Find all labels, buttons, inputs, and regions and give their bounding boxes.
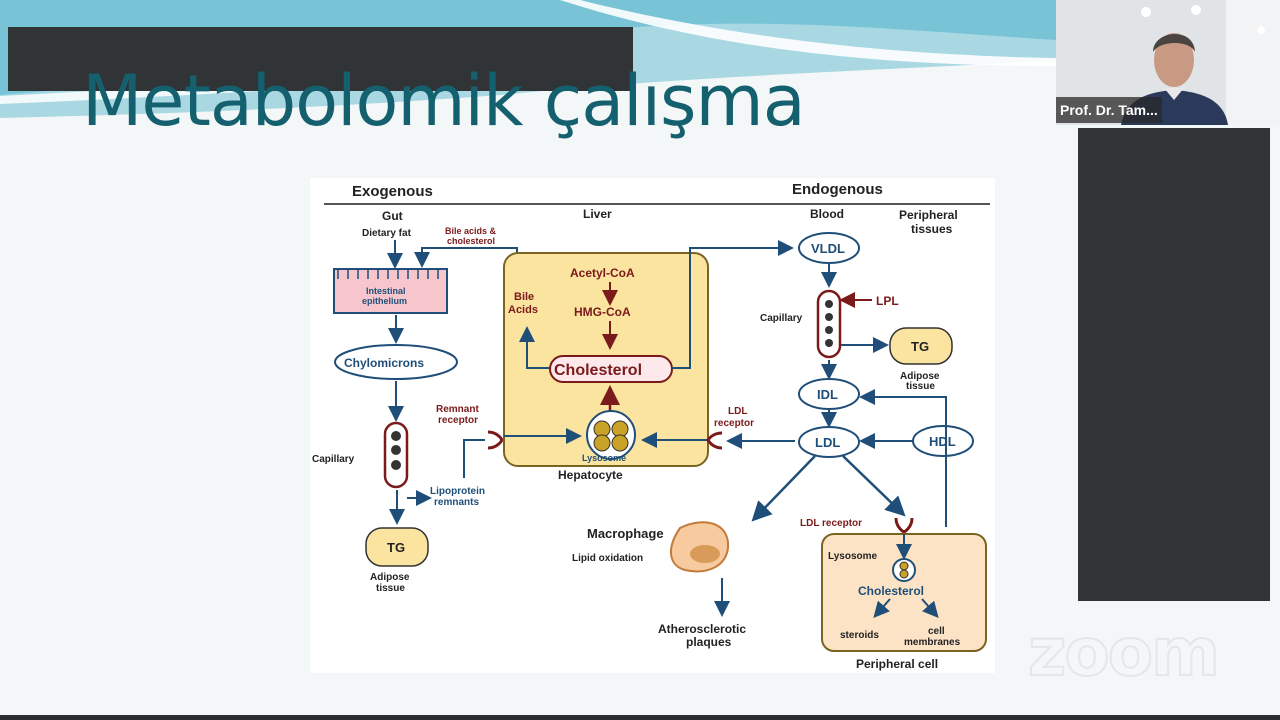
label-chylomicrons: Chylomicrons <box>344 356 424 370</box>
ldl-receptor-periph-icon <box>894 517 914 534</box>
label-lipoprotein-remnants-1: Lipoprotein <box>430 486 485 497</box>
participant-name-label: Prof. Dr. Tam... <box>1056 97 1162 123</box>
label-acetyl-coa: Acetyl-CoA <box>570 266 635 280</box>
label-peripheral-tissues-2: tissues <box>911 222 953 236</box>
bottom-edge-bar <box>0 715 1280 720</box>
label-blood: Blood <box>810 207 844 221</box>
label-peripheral-cell: Peripheral cell <box>856 657 938 671</box>
label-athero-1: Atherosclerotic <box>658 622 746 636</box>
ldl-receptor-liver-icon <box>706 431 723 450</box>
right-dark-panel <box>1078 128 1270 601</box>
label-capillary-right: Capillary <box>760 313 803 324</box>
label-hmg-coa: HMG-CoA <box>574 305 631 319</box>
label-ldl-receptor-periph: LDL receptor <box>800 518 862 529</box>
label-adipose-right-2: tissue <box>906 381 935 392</box>
label-adipose-left-1: Adipose <box>370 572 410 583</box>
chylomicrons-node <box>334 344 458 380</box>
label-ldl-receptor-liver-2: receptor <box>714 418 754 429</box>
label-intestinal-2: epithelium <box>362 296 407 306</box>
label-gut: Gut <box>382 209 403 223</box>
label-athero-2: plaques <box>686 635 732 649</box>
label-idl: IDL <box>817 387 838 402</box>
lysosome-liver <box>586 410 636 460</box>
label-lipid-oxidation: Lipid oxidation <box>572 553 643 564</box>
label-liver: Liver <box>583 207 612 221</box>
label-macrophage: Macrophage <box>587 526 664 541</box>
label-remnant-receptor-2: receptor <box>438 415 478 426</box>
label-hepatocyte: Hepatocyte <box>558 468 623 482</box>
label-lysosome-periph: Lysosome <box>828 551 878 562</box>
label-cell-membranes-1: cell <box>928 626 945 637</box>
label-bile-acids-cholesterol-1: Bile acids & <box>445 226 497 236</box>
diagram-svg: Exogenous Endogenous Gut Liver Blood Per… <box>310 178 995 673</box>
slide-title: Metabolomik çalışma <box>82 60 806 142</box>
label-hdl: HDL <box>929 434 956 449</box>
capillary-right <box>816 289 842 359</box>
title-redaction-bar <box>8 27 633 91</box>
label-intestinal-1: Intestinal <box>366 286 406 296</box>
label-bile-acids-cholesterol-2: cholesterol <box>447 236 495 246</box>
label-tg-left: TG <box>387 540 405 555</box>
label-tg-right: TG <box>911 339 929 354</box>
label-peripheral-tissues-1: Peripheral <box>899 208 958 222</box>
label-vldl: VLDL <box>811 241 845 256</box>
vldl-node <box>798 232 860 264</box>
lipoprotein-diagram: Exogenous Endogenous Gut Liver Blood Per… <box>310 178 995 673</box>
label-steroids: steroids <box>840 630 879 641</box>
label-lipoprotein-remnants-2: remnants <box>434 497 479 508</box>
label-acids: Acids <box>508 304 538 316</box>
label-cholesterol-periph: Cholesterol <box>858 584 924 598</box>
zoom-watermark-logo: zoom <box>1027 614 1221 691</box>
label-adipose-right-1: Adipose <box>900 371 940 382</box>
header-exogenous: Exogenous <box>352 183 433 200</box>
label-lpl: LPL <box>876 294 899 308</box>
label-cholesterol-liver: Cholesterol <box>554 362 642 379</box>
label-capillary-left: Capillary <box>312 454 355 465</box>
header-endogenous: Endogenous <box>792 181 883 198</box>
label-adipose-left-2: tissue <box>376 583 405 594</box>
tg-left-node <box>365 527 429 567</box>
tg-right-node <box>889 327 953 365</box>
label-bile: Bile <box>514 291 534 303</box>
label-ldl-receptor-liver-1: LDL <box>728 406 747 417</box>
remnant-receptor-icon <box>487 430 504 450</box>
label-remnant-receptor-1: Remnant <box>436 404 479 415</box>
label-dietary-fat: Dietary fat <box>362 228 412 239</box>
label-ldl: LDL <box>815 435 840 450</box>
label-cell-membranes-2: membranes <box>904 637 961 648</box>
label-lysosome-liver: Lysosome <box>582 453 626 463</box>
